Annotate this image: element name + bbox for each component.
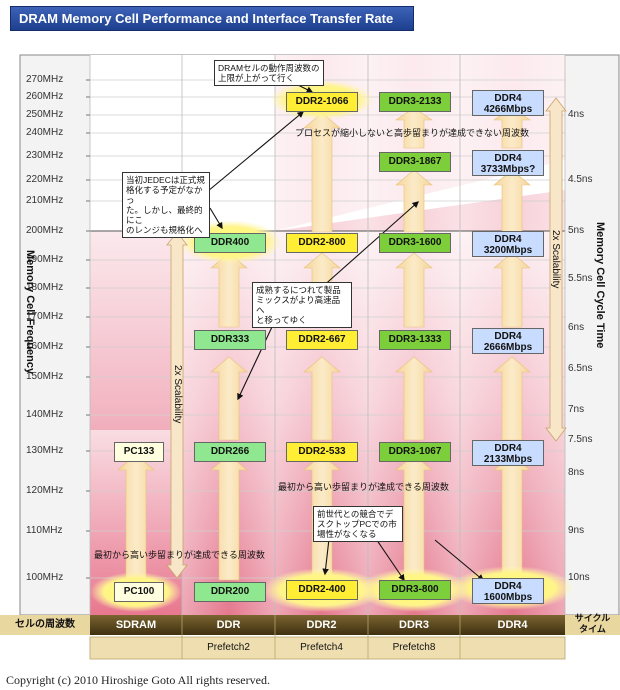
y-tick-label: 240MHz	[26, 127, 64, 138]
y-tick-label: 140MHz	[26, 409, 64, 420]
y-tick-label: 270MHz	[26, 74, 64, 85]
right-tick-label: 4.5ns	[568, 174, 593, 185]
chip-ddr4-2133: DDR4 2133Mbps	[472, 440, 544, 466]
chip-ddr2-533: DDR2-533	[286, 442, 358, 462]
right-tick-label: 9ns	[568, 525, 585, 536]
note-mix-text: 成熟するにつれて製品 ミックスがより高速品へ と移ってゆく	[256, 285, 341, 325]
text-initial-yield-low: 最初から高い歩留まりが達成できる周波数	[94, 550, 265, 560]
chip-ddr266: DDR266	[194, 442, 266, 462]
chip-pc133: PC133	[114, 442, 164, 462]
note-desktop: 前世代との競合でデ スクトップPCでの市 場性がなくなる	[313, 506, 403, 542]
footer-prefetch-2: Prefetch2	[207, 642, 250, 653]
left-axis-title: Memory Cell Frequency	[24, 250, 36, 375]
footer-gen-ddr4: DDR4	[497, 619, 528, 631]
chip-ddr333: DDR333	[194, 330, 266, 350]
footer-cell-frequency-label: セルの周波数	[15, 619, 75, 630]
footer-gen-ddr: DDR	[216, 619, 241, 631]
y-tick-label: 110MHz	[26, 525, 63, 536]
page-title: DRAM Memory Cell Performance and Interfa…	[10, 6, 414, 31]
y-tick-label: 220MHz	[26, 174, 64, 185]
right-tick-label: 10ns	[568, 572, 590, 583]
y-tick-label: 170MHz	[26, 311, 64, 322]
right-tick-label: 7ns	[568, 404, 585, 415]
y-tick-label: 150MHz	[26, 371, 64, 382]
y-tick-label: 120MHz	[26, 485, 64, 496]
chip-ddr2-800: DDR2-800	[286, 233, 358, 253]
footer-gen-sdram: SDRAM	[115, 619, 157, 631]
chip-ddr400: DDR400	[194, 233, 266, 253]
right-tick-label: 5.5ns	[568, 273, 593, 284]
right-tick-label: 6.5ns	[568, 363, 593, 374]
chip-ddr3-1333: DDR3-1333	[379, 330, 451, 350]
y-tick-label: 160MHz	[26, 341, 64, 352]
chip-ddr3-800: DDR3-800	[379, 580, 451, 600]
y-tick-label: 250MHz	[26, 109, 64, 120]
y-tick-label: 200MHz	[26, 225, 64, 236]
note-jedec: 当初JEDECは正式規 格化する予定がなかっ た。しかし、最終的にこ のレンジも…	[122, 172, 210, 238]
chip-ddr4-3733: DDR4 3733Mbps?	[472, 150, 544, 176]
chip-ddr200: DDR200	[194, 582, 266, 602]
scalability-label-left: 2x Scalability	[172, 365, 183, 424]
right-axis-title: Memory Cell Cycle Time	[594, 222, 606, 349]
chip-ddr3-1067: DDR3-1067	[379, 442, 451, 462]
y-tick-label: 190MHz	[26, 254, 64, 265]
right-tick-label: 5ns	[568, 225, 585, 236]
footer-prefetch-8: Prefetch8	[392, 642, 436, 653]
y-tick-label: 100MHz	[26, 572, 64, 583]
chip-ddr2-1066: DDR2-1066	[286, 92, 358, 112]
chip-ddr3-1867: DDR3-1867	[379, 152, 451, 172]
text-initial-yield-high: 最初から高い歩留まりが達成できる周波数	[278, 482, 449, 492]
y-tick-label: 180MHz	[26, 282, 64, 293]
chip-ddr4-1600: DDR4 1600Mbps	[472, 578, 544, 604]
note-top: DRAMセルの動作周波数の 上限が上がって行く	[214, 60, 324, 86]
right-tick-label: 7.5ns	[568, 434, 593, 445]
y-tick-label: 130MHz	[26, 445, 64, 456]
note-jedec-text: 当初JEDECは正式規 格化する予定がなかっ た。しかし、最終的にこ のレンジも…	[126, 175, 205, 235]
footer-cycle-time-label: サイクル タイム	[574, 613, 611, 634]
right-tick-label: 6ns	[568, 322, 585, 333]
chip-ddr2-667: DDR2-667	[286, 330, 358, 350]
note-mix: 成熟するにつれて製品 ミックスがより高速品へ と移ってゆく	[252, 282, 352, 328]
note-top-text: DRAMセルの動作周波数の 上限が上がって行く	[218, 63, 320, 83]
y-tick-label: 230MHz	[26, 150, 64, 161]
chip-ddr4-4266: DDR4 4266Mbps	[472, 90, 544, 116]
y-tick-label: 260MHz	[26, 91, 64, 102]
scalability-label-right: 2x Scalability	[550, 230, 561, 289]
chip-ddr4-3200: DDR4 3200Mbps	[472, 231, 544, 257]
right-tick-label: 4ns	[568, 109, 585, 120]
chip-pc100: PC100	[114, 582, 164, 602]
note-desktop-text: 前世代との競合でデ スクトップPCでの市 場性がなくなる	[317, 509, 397, 539]
copyright-notice: Copyright (c) 2010 Hiroshige Goto All ri…	[6, 673, 270, 687]
text-process-shrink: プロセスが縮小しないと高歩留まりが達成できない周波数	[295, 128, 530, 138]
y-tick-label: 210MHz	[26, 195, 64, 206]
chip-ddr4-2666: DDR4 2666Mbps	[472, 328, 544, 354]
chip-ddr2-400: DDR2-400	[286, 580, 358, 600]
chip-ddr3-2133: DDR3-2133	[379, 92, 451, 112]
chip-ddr3-1600: DDR3-1600	[379, 233, 451, 253]
footer-prefetch-4: Prefetch4	[300, 642, 343, 653]
right-tick-label: 8ns	[568, 467, 585, 478]
footer-gen-ddr2: DDR2	[306, 619, 337, 631]
footer-gen-ddr3: DDR3	[399, 619, 429, 631]
